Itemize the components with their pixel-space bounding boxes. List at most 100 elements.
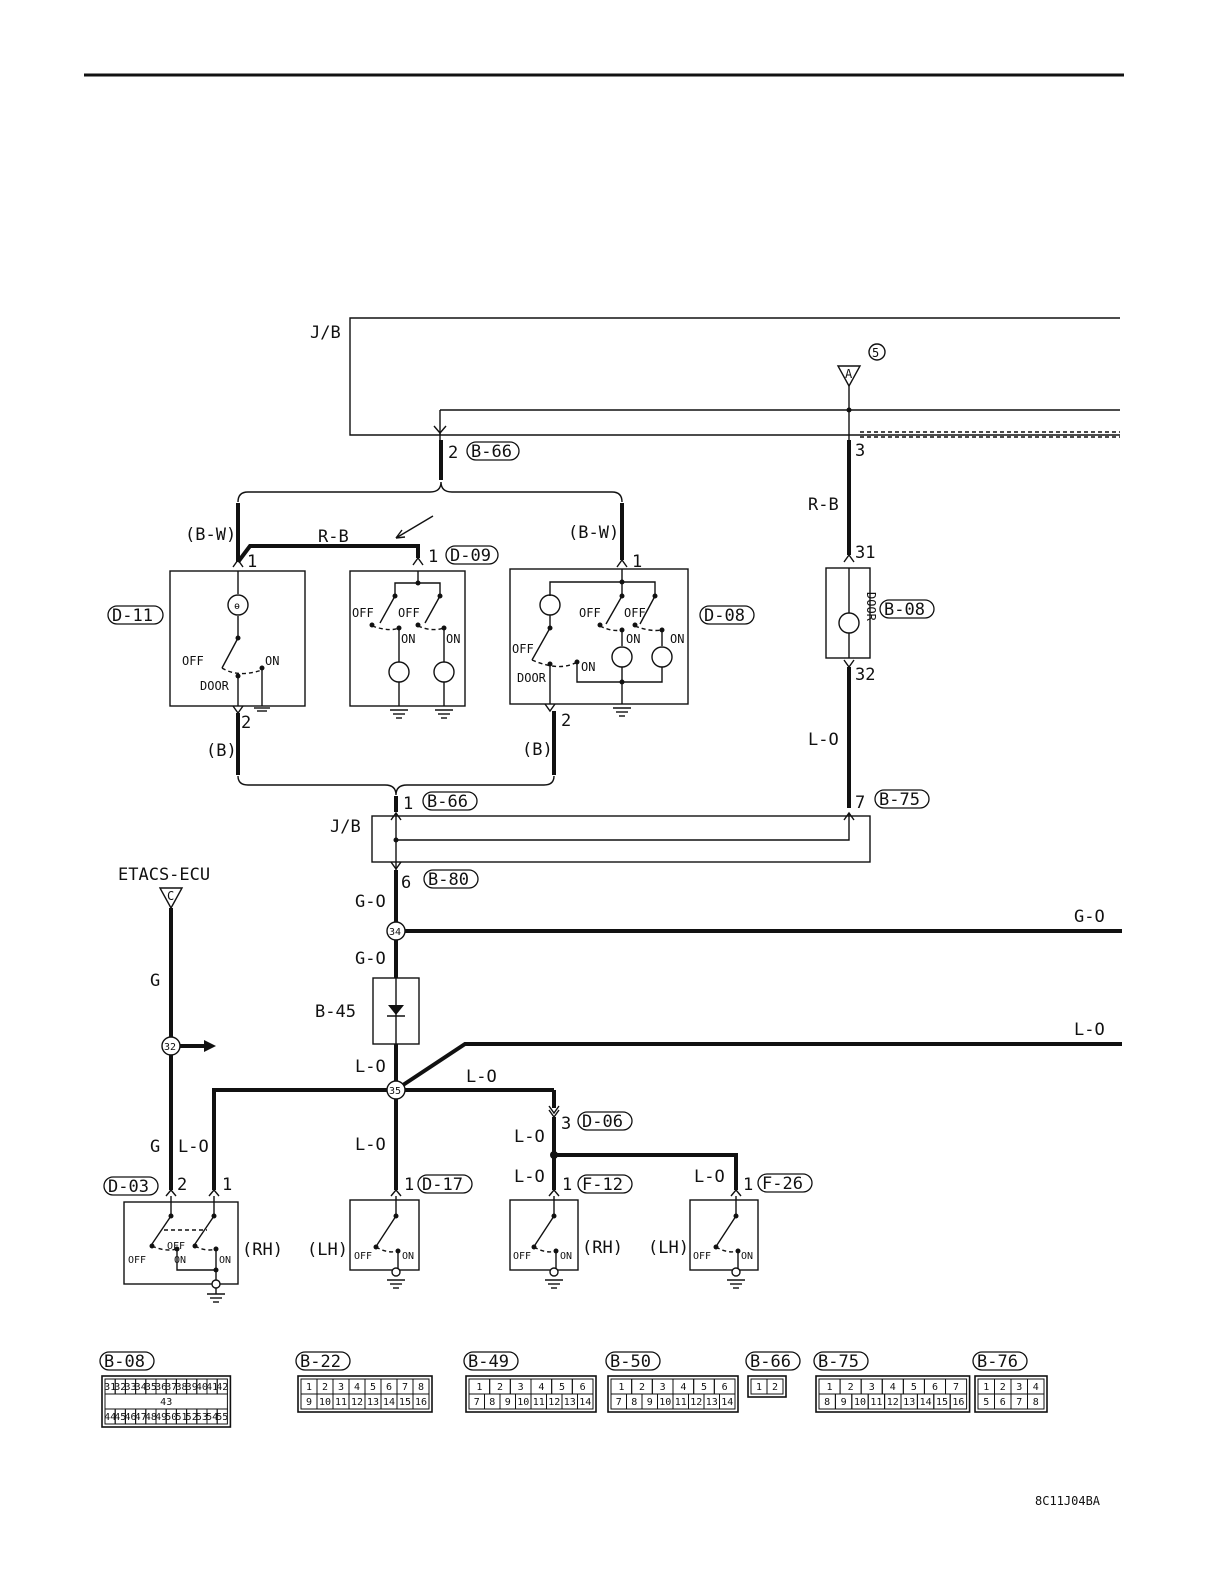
connector-pin: 4	[680, 1382, 686, 1393]
svg-text:ɵ: ɵ	[234, 601, 240, 612]
switch-d08: (B-W) 1 OFF DOOR ON OFF OFF ON ON	[509, 503, 755, 775]
connector-pin: 12	[351, 1397, 363, 1408]
pin-1-d17: 1	[404, 1175, 414, 1195]
f26-on: ON	[741, 1251, 753, 1262]
connector-pin: 48	[145, 1412, 157, 1423]
tag-b66-top: B-66	[466, 441, 520, 462]
connector-pin: 14	[579, 1397, 591, 1408]
svg-text:B-75: B-75	[879, 790, 920, 810]
connector-pin: 14	[920, 1397, 932, 1408]
connector-pin: 12	[887, 1397, 899, 1408]
wire-lo-mid: L-O	[466, 1067, 497, 1087]
connector-pin: 8	[824, 1397, 830, 1408]
d08-on-door: ON	[581, 660, 595, 674]
d11-on: ON	[265, 654, 279, 668]
svg-text:F-26: F-26	[762, 1174, 803, 1194]
wire-go-1: G-O	[355, 892, 386, 912]
connector-pin: 14	[721, 1397, 733, 1408]
svg-text:B-80: B-80	[428, 870, 469, 890]
b66-pin2-branch: 2 B-66	[237, 425, 623, 503]
pin-3-jb-top: 3	[855, 441, 865, 461]
d17-on: ON	[402, 1251, 414, 1262]
d09-on-1: ON	[401, 632, 415, 646]
connector-pin: 5	[983, 1397, 989, 1408]
connector-pin: 37	[165, 1382, 177, 1393]
arrow-pointer	[395, 515, 434, 539]
f12-rh: (RH)	[582, 1238, 623, 1258]
ref-a-triangle-icon	[836, 365, 862, 388]
wire-lo-f12: L-O	[514, 1167, 545, 1187]
connector-pin: 4	[354, 1382, 360, 1393]
connector-pin: 1	[618, 1382, 624, 1393]
wire-go-right: G-O	[1074, 907, 1105, 927]
wire-lo-right: L-O	[808, 730, 839, 750]
d08-door: DOOR	[517, 671, 547, 685]
connector-pin: 33	[124, 1382, 136, 1393]
d08-off-2: OFF	[624, 606, 646, 620]
d11-door: DOOR	[200, 679, 230, 693]
svg-text:D-03: D-03	[108, 1177, 149, 1197]
connector-view-label: B-75	[818, 1352, 859, 1372]
connector-pin: 10	[319, 1397, 331, 1408]
lamp-icon-d09-b	[433, 661, 455, 683]
connector-pin: 34	[135, 1382, 147, 1393]
upper-junction-block: J/B 5 A	[310, 317, 1120, 440]
f26-lh: (LH)	[648, 1238, 689, 1258]
d08-on-2: ON	[670, 632, 684, 646]
diode-b45: B-45 L-O	[315, 977, 420, 1082]
svg-text:D-08: D-08	[704, 606, 745, 626]
d11-off: OFF	[182, 654, 204, 668]
connector-pin: 6	[722, 1382, 728, 1393]
pin-7-b75: 7	[855, 793, 865, 813]
connector-pin: 7	[474, 1397, 480, 1408]
tag-f26: F-26	[757, 1173, 813, 1194]
tag-d11: D-11	[107, 605, 164, 626]
connector-pin: 7	[616, 1397, 622, 1408]
connector-pin: 41	[206, 1382, 218, 1393]
connector-pin: 10	[659, 1397, 671, 1408]
connector-pin: 13	[903, 1397, 915, 1408]
svg-text:B-66: B-66	[471, 442, 512, 462]
connector-pin: 1	[983, 1382, 989, 1393]
diagram-code: 8C11J04BA	[1035, 1494, 1101, 1508]
d03-rh: (RH)	[242, 1240, 283, 1260]
jb-label-bottom: J/B	[330, 817, 361, 837]
connector-pin: 16	[415, 1397, 427, 1408]
pin-2-d08: 2	[561, 711, 571, 731]
connector-pin: 7	[402, 1382, 408, 1393]
connector-views: B-08313233343536373839404142434445464748…	[99, 1351, 1048, 1428]
connector-pin: 54	[206, 1412, 218, 1423]
wire-bw-left: (B-W)	[185, 525, 236, 545]
wire-lo-d17: L-O	[355, 1135, 386, 1155]
svg-text:B-08: B-08	[884, 600, 925, 620]
lamp-icon-d08	[539, 594, 561, 616]
connector-pin: 52	[186, 1412, 198, 1423]
wire-lo-f26: L-O	[694, 1167, 725, 1187]
lower-junction-block: J/B 6 B-80 G-O	[330, 811, 871, 925]
wire-rb-d09: R-B	[236, 515, 434, 564]
d09-off-2: OFF	[398, 606, 420, 620]
connector-pin: 10	[854, 1397, 866, 1408]
connector-view-b-08: B-08313233343536373839404142434445464748…	[99, 1351, 232, 1428]
connector-pin: 9	[841, 1397, 847, 1408]
connector-pin: 11	[870, 1397, 882, 1408]
connector-pin: 15	[399, 1397, 411, 1408]
connector-pin: 4	[890, 1382, 896, 1393]
b45-label: B-45	[315, 1002, 356, 1022]
connector-pin: 49	[155, 1412, 167, 1423]
d08-on-1: ON	[626, 632, 640, 646]
connector-pin: 1	[756, 1382, 762, 1393]
connector-pin: 3	[660, 1382, 666, 1393]
connector-pin: 2	[1000, 1382, 1006, 1393]
connector-pin: 6	[1000, 1397, 1006, 1408]
connector-pin: 11	[335, 1397, 347, 1408]
connector-view-label: B-76	[977, 1352, 1018, 1372]
pin-1-d08: 1	[632, 552, 642, 572]
connector-pin: 53	[196, 1412, 208, 1423]
tag-b80: B-80	[423, 869, 479, 890]
connector-pin: 40	[196, 1382, 208, 1393]
connector-pin: 9	[647, 1397, 653, 1408]
pin-1-f26: 1	[743, 1175, 753, 1195]
